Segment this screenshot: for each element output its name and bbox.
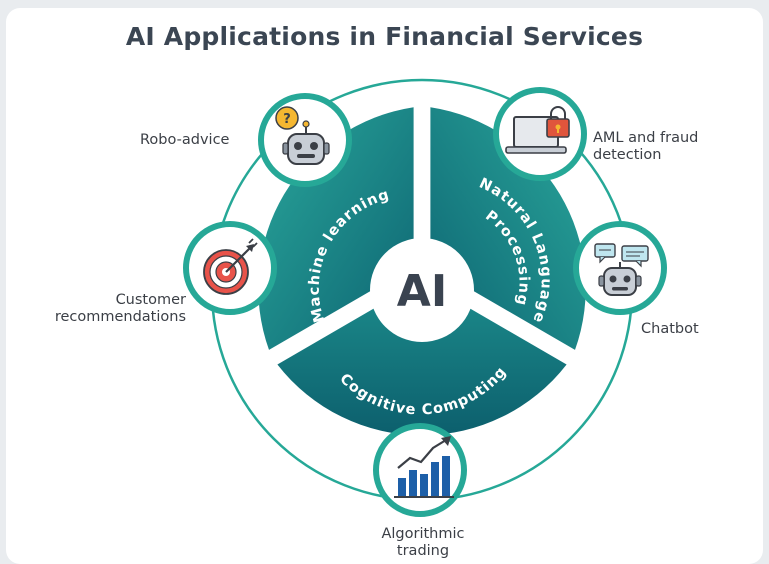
label-algorithmic-trading: Algorithmic trading [364,526,482,560]
label-algo-line1: Algorithmic [381,526,465,542]
segment-machine-learning [258,107,414,350]
label-chatbot: Chatbot [641,321,699,337]
label-aml-line1: AML and fraud [593,130,699,146]
trading-chart-icon [373,423,467,517]
page-title: AI Applications in Financial Services [125,22,644,51]
center-ai-label: AI [397,266,447,317]
label-customer-line2: recommendations [54,309,186,325]
label-algo-line2: trading [396,543,450,559]
label-customer-recommendations: Customer recommendations [36,292,186,326]
center-circle [370,238,474,342]
robo-advice-icon: ? [258,93,352,187]
label-robo-advice: Robo-advice [140,132,230,148]
target-icon [183,221,277,315]
segment-nlp [430,107,586,350]
svg-text:?: ? [283,112,291,127]
chatbot-icon [573,221,667,315]
segment-cognitive-computing [277,280,567,436]
label-aml-line2: detection [593,147,662,163]
aml-laptop-lock-icon [493,87,587,181]
label-aml-fraud: AML and fraud detection [593,130,698,164]
label-customer-line1: Customer [115,292,186,308]
